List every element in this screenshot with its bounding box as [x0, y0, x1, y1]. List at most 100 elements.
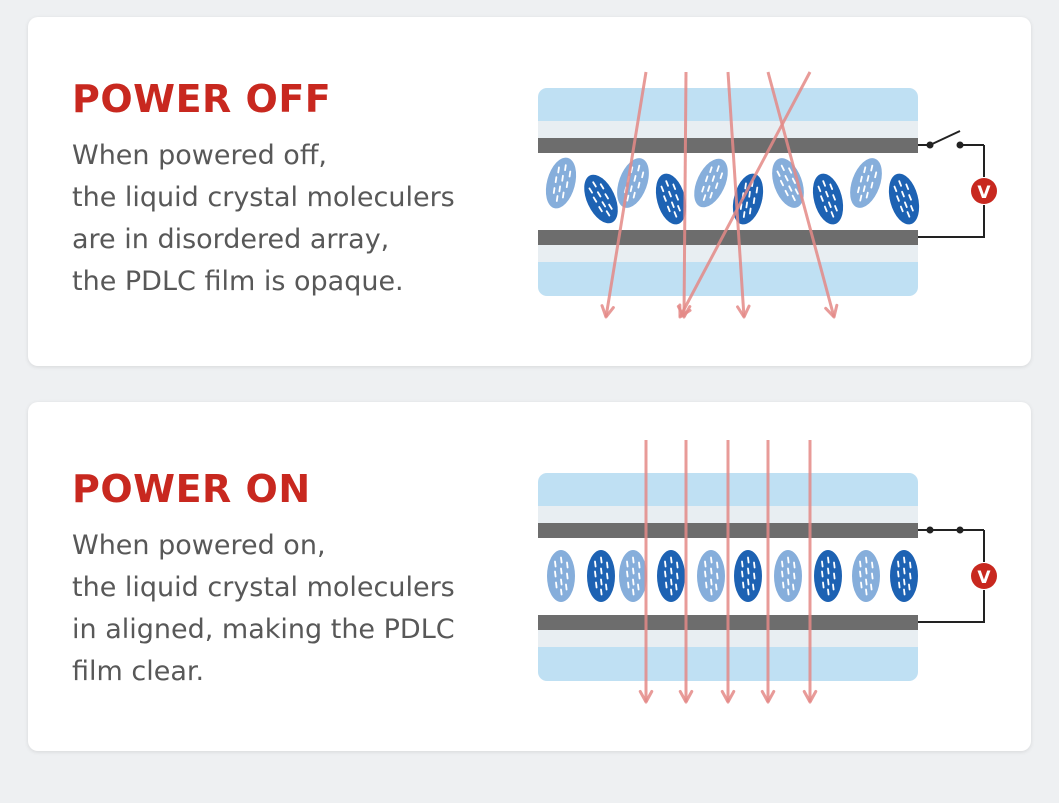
crystal-mark — [715, 583, 718, 591]
crystal-mark — [705, 581, 708, 589]
light-ray-arrowhead — [802, 689, 818, 704]
crystal-mark — [668, 190, 672, 198]
crystal-mark — [901, 190, 905, 198]
crystal-body — [545, 157, 577, 209]
crystal-mark — [893, 185, 898, 193]
crystal-mark — [747, 578, 750, 586]
crystal-mark — [857, 186, 860, 194]
description-line: film clear. — [72, 656, 205, 687]
crystal-mark — [779, 179, 784, 187]
description-line: When powered on, — [72, 530, 326, 561]
crystal-mark — [897, 560, 900, 568]
crystal-mark — [710, 567, 713, 575]
crystal-mark — [596, 191, 602, 198]
crystal-mark — [608, 203, 613, 210]
crystal-molecule — [547, 550, 575, 602]
crystal-mark — [704, 175, 709, 183]
crystal-mark — [871, 561, 874, 569]
light-ray-arrowhead — [760, 689, 776, 704]
crystal-molecule — [694, 158, 728, 208]
crystal-mark — [592, 196, 598, 203]
crystal-mark — [565, 181, 569, 189]
crystal-mark — [716, 572, 719, 580]
crystal-body — [619, 550, 647, 602]
crystal-mark — [747, 567, 750, 575]
crystal-mark — [638, 572, 641, 580]
crystal-mark — [780, 164, 785, 172]
crystal-mark — [794, 188, 799, 195]
crystal-mark — [629, 185, 633, 193]
crystal-mark — [605, 210, 611, 217]
crystal-mark — [865, 191, 869, 199]
crystal-mark — [865, 588, 868, 596]
crystal-mark — [710, 556, 713, 564]
crystal-mark — [747, 588, 750, 596]
crystal-mark — [834, 205, 838, 212]
crystal-body — [697, 550, 725, 602]
crystal-body — [587, 550, 615, 602]
crystal-molecule — [587, 550, 615, 602]
crystal-molecule — [584, 174, 618, 224]
crystal-mark — [594, 570, 597, 578]
crystal-mark — [904, 201, 908, 208]
crystal-mark — [741, 560, 744, 568]
crystal-mark — [664, 560, 667, 568]
crystal-mark — [755, 186, 759, 194]
crystal-mark — [899, 205, 904, 213]
crystal-mark — [822, 581, 825, 589]
crystal-mark — [865, 556, 868, 564]
crystal-mark — [784, 189, 789, 197]
crystal-mark — [554, 570, 557, 578]
crystal-mark — [741, 570, 744, 578]
crystal-mark — [565, 583, 568, 591]
description-line: the liquid crystal moleculers — [72, 572, 455, 603]
crystal-mark — [753, 572, 756, 580]
crystal-mark — [702, 194, 707, 201]
description-line: the PDLC film is opaque. — [72, 266, 404, 297]
crystal-mark — [788, 167, 793, 174]
crystal-mark — [638, 561, 641, 569]
crystal-mark — [742, 211, 746, 218]
voltmeter-icon — [971, 178, 997, 204]
crystal-mark — [632, 556, 635, 564]
crystal-mark — [555, 195, 559, 202]
light-ray-arrowhead — [678, 689, 694, 704]
conductive-layer-bottom — [538, 245, 918, 262]
crystal-mark — [903, 567, 906, 575]
power-off-title: POWER OFF — [72, 77, 332, 121]
crystal-mark — [716, 165, 720, 172]
crystal-mark — [598, 206, 603, 213]
crystal-body — [584, 174, 618, 224]
crystal-molecule — [888, 173, 920, 225]
crystal-mark — [830, 211, 835, 218]
crystal-mark — [871, 572, 874, 580]
crystal-mark — [897, 570, 900, 578]
crystal-mark — [829, 183, 834, 190]
crystal-mark — [632, 578, 635, 586]
crystal-mark — [676, 572, 679, 580]
liquid-crystal-molecules — [545, 157, 920, 225]
crystal-mark — [630, 166, 634, 174]
crystal-mark — [671, 201, 675, 208]
crystal-mark — [827, 567, 830, 575]
crystal-mark — [823, 205, 828, 213]
power-off-description: When powered off, the liquid crystal mol… — [72, 135, 455, 303]
crystal-mark — [600, 578, 603, 586]
crystal-mark — [560, 578, 563, 586]
crystal-mark — [641, 171, 645, 179]
crystal-mark — [568, 170, 572, 178]
crystal-mark — [870, 583, 873, 591]
crystal-mark — [744, 182, 747, 190]
crystal-mark — [905, 183, 910, 190]
crystal-mark — [793, 572, 796, 580]
crystal-body — [814, 550, 842, 602]
pdlc-on-diagram: V — [538, 440, 997, 704]
crystal-body — [694, 158, 728, 208]
crystal-mark — [560, 567, 563, 575]
crystal-mark — [632, 567, 635, 575]
crystal-mark — [554, 176, 558, 183]
crystal-mark — [782, 581, 785, 589]
crystal-body — [657, 550, 685, 602]
crystal-body — [850, 158, 882, 208]
crystal-mark — [833, 572, 836, 580]
